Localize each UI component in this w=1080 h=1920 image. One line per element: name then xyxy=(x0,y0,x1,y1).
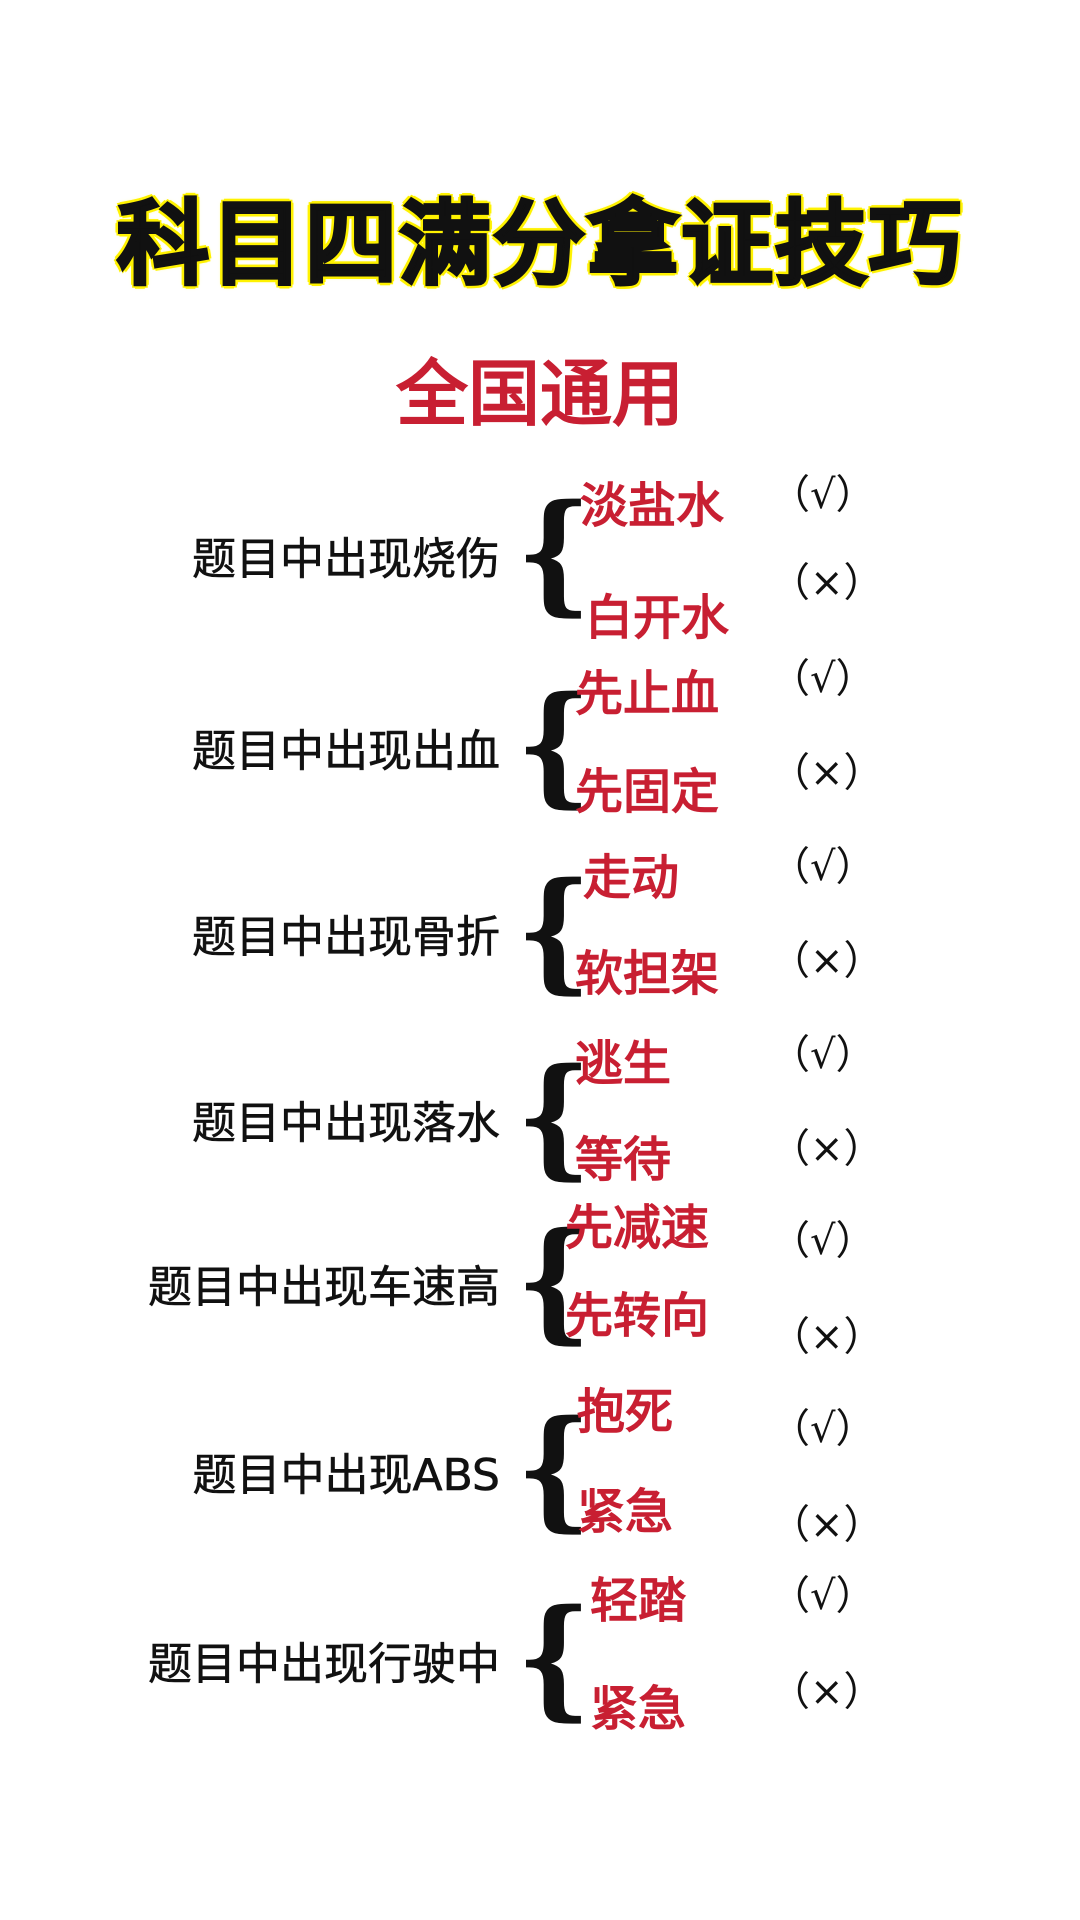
brace-icon: { xyxy=(516,475,592,629)
wrong-mark: （×） xyxy=(770,938,884,984)
topic-label: 题目中出现落水 xyxy=(192,1098,501,1150)
correct-answer: 逃生 xyxy=(575,1036,672,1092)
wrong-answer: 等待 xyxy=(575,1132,672,1188)
correct-mark: （√） xyxy=(770,656,876,702)
tip-group-high-speed: 题目中出现车速高 { 先减速 先转向 （√） （×） xyxy=(0,1188,1080,1378)
brace-icon: { xyxy=(516,667,592,821)
page-subtitle: 全国通用 xyxy=(395,352,684,436)
correct-mark: （√） xyxy=(770,472,876,518)
wrong-answer: 先固定 xyxy=(575,764,720,820)
correct-mark: （√） xyxy=(770,1032,876,1078)
correct-answer: 淡盐水 xyxy=(580,478,725,534)
wrong-mark: （×） xyxy=(770,560,884,606)
wrong-answer: 先转向 xyxy=(565,1288,710,1344)
wrong-answer: 紧急 xyxy=(590,1681,687,1737)
topic-label: 题目中出现烧伤 xyxy=(192,534,501,586)
correct-mark: （√） xyxy=(770,1573,876,1619)
brace-icon: { xyxy=(516,853,592,1007)
page-title: 科目四满分拿证技巧 xyxy=(115,190,963,300)
topic-label: 题目中出现车速高 xyxy=(148,1262,501,1314)
tip-group-bleeding: 题目中出现出血 { 先止血 先固定 （√） （×） xyxy=(0,652,1080,842)
wrong-mark: （×） xyxy=(770,750,884,796)
topic-label: 题目中出现ABS xyxy=(192,1450,500,1502)
brace-icon: { xyxy=(516,1039,592,1193)
brace-icon: { xyxy=(516,1580,592,1734)
tip-group-fracture: 题目中出现骨折 { 走动 软担架 （√） （×） xyxy=(0,838,1080,1028)
correct-answer: 轻踏 xyxy=(590,1573,687,1629)
wrong-answer: 白开水 xyxy=(585,590,730,646)
tip-group-abs: 题目中出现ABS { 抱死 紧急 （√） （×） xyxy=(0,1376,1080,1566)
correct-mark: （√） xyxy=(770,1406,876,1452)
correct-answer: 先减速 xyxy=(565,1200,710,1256)
correct-answer: 抱死 xyxy=(577,1384,674,1440)
correct-mark: （√） xyxy=(770,844,876,890)
wrong-answer: 软担架 xyxy=(575,946,720,1002)
topic-label: 题目中出现骨折 xyxy=(192,912,501,964)
tip-group-drowning: 题目中出现落水 { 逃生 等待 （√） （×） xyxy=(0,1024,1080,1214)
topic-label: 题目中出现行驶中 xyxy=(148,1639,501,1691)
correct-mark: （√） xyxy=(770,1218,876,1264)
wrong-mark: （×） xyxy=(770,1126,884,1172)
brace-icon: { xyxy=(516,1203,592,1357)
wrong-mark: （×） xyxy=(770,1502,884,1548)
correct-answer: 走动 xyxy=(583,850,680,906)
tip-group-driving: 题目中出现行驶中 { 轻踏 紧急 （√） （×） xyxy=(0,1565,1080,1755)
wrong-answer: 紧急 xyxy=(577,1484,674,1540)
correct-answer: 先止血 xyxy=(575,666,720,722)
tip-group-burn: 题目中出现烧伤 { 淡盐水 白开水 （√） （×） xyxy=(0,460,1080,650)
topic-label: 题目中出现出血 xyxy=(192,726,501,778)
wrong-mark: （×） xyxy=(770,1669,884,1715)
wrong-mark: （×） xyxy=(770,1314,884,1360)
brace-icon: { xyxy=(516,1391,592,1545)
